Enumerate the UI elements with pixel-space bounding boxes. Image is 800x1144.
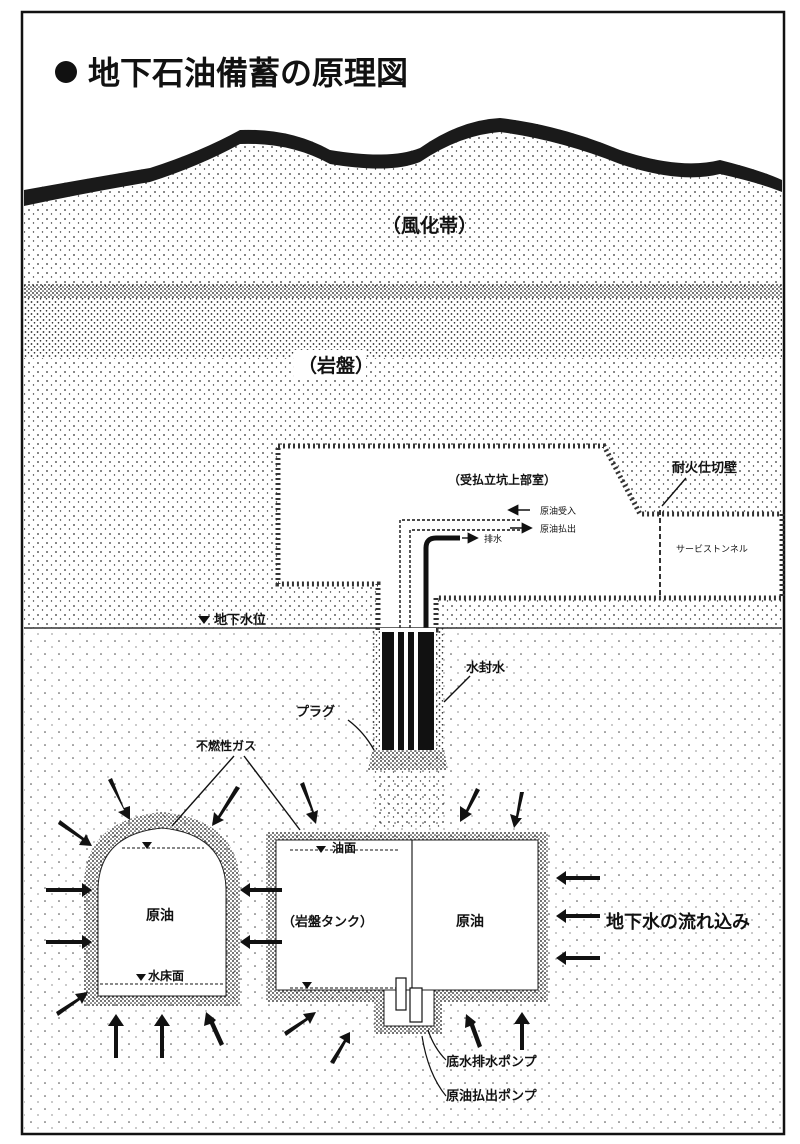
bedrock-upper: [24, 298, 782, 358]
arrow-icon: [240, 935, 282, 949]
diagram-title: 地下石油備蓄の原理図: [88, 54, 408, 92]
crude-pump-leader: [421, 1035, 447, 1097]
triangle-down-icon: [302, 982, 312, 989]
water-seal-leader: [443, 675, 471, 703]
arrow-icon: [56, 992, 88, 1016]
water-seal-column: [418, 632, 434, 750]
seepage-pump-label: 底水排水ポンプ: [446, 1054, 538, 1070]
triangle-down-icon: [136, 974, 146, 981]
drain-label: 排水: [484, 533, 502, 545]
arrow-icon: [284, 1012, 316, 1036]
sump-pit: [383, 989, 435, 1027]
arrow-icon: [58, 820, 92, 846]
crude-in-pipe: [399, 519, 520, 628]
groundwater-inflow-label: 地下水の流れ込み: [606, 911, 750, 933]
crude-out-pipe: [409, 529, 520, 628]
inert-gas-label: 不燃性ガス: [196, 738, 256, 753]
left-crude-label: 原油: [146, 907, 174, 924]
main-tank: [275, 839, 539, 991]
crude-pump-label: 原油払出ポンプ: [446, 1088, 538, 1104]
crude-pump: [409, 987, 423, 1023]
arrow-icon: [556, 909, 600, 923]
surface-band: [24, 118, 782, 206]
shaft-lower: [372, 770, 444, 828]
arrow-icon: [204, 1012, 224, 1046]
inert-gas-leader: [243, 755, 301, 831]
arrow-icon: [556, 871, 600, 885]
triangle-down-icon: [198, 616, 210, 624]
bedrock-label: （岩盤）: [298, 354, 374, 377]
plug: [368, 750, 448, 770]
water-seal-label: 水封水: [466, 660, 506, 676]
water-seal-column: [382, 632, 394, 750]
left-cavern: [97, 827, 227, 997]
water-bed-label: 水床面: [148, 968, 184, 983]
arrow-icon: [46, 935, 92, 949]
plug-leader: [347, 719, 375, 751]
inert-gas-leader: [171, 755, 235, 827]
arrow-icon: [465, 1014, 482, 1048]
plug-label: プラグ: [296, 704, 335, 720]
seepage-pump-leader: [427, 1029, 447, 1061]
arrow-icon: [300, 782, 318, 824]
triangle-down-icon: [316, 846, 326, 853]
weathered-layer-label: （風化帯）: [382, 214, 477, 237]
crude-out-label: 原油払出: [540, 523, 576, 535]
groundwater-level-label: 地下水位: [214, 612, 266, 628]
fire-wall-leader: [661, 477, 687, 507]
arrow-icon: [460, 788, 480, 822]
triangle-down-icon: [142, 842, 152, 849]
arrow-icon: [46, 883, 92, 897]
arrow-icon: [240, 883, 282, 897]
drain-pipe: [423, 535, 460, 628]
water-seal-column: [408, 632, 414, 750]
arrow-icon: [108, 778, 130, 820]
arrow-icon: [556, 951, 600, 965]
filled-circle-icon: [55, 61, 77, 83]
oil-level-label: 油面: [332, 840, 356, 855]
bedrock-label-bg: [294, 350, 366, 378]
arrow-icon: [514, 1012, 530, 1050]
service-tunnel-label: サービストンネル: [676, 544, 748, 555]
arrow-icon: [212, 786, 240, 826]
fire-wall-label: 耐火仕切壁: [672, 460, 737, 476]
arrow-icon: [154, 1014, 170, 1058]
shaft-room: [275, 443, 785, 633]
water-seal-column: [398, 632, 404, 750]
crude-in-label: 原油受入: [540, 505, 576, 517]
bedrock-boundary: [24, 284, 782, 298]
shaft-room-label: （受払立坑上部室）: [448, 472, 556, 487]
weathered-layer: [24, 118, 782, 290]
rock-tank-label: （岩盤タンク）: [282, 914, 373, 930]
arrow-icon: [510, 792, 524, 828]
arrow-icon: [108, 1014, 124, 1058]
seepage-pump: [395, 977, 407, 1011]
groundwater-inflow-arrows: [46, 778, 600, 1064]
arrow-icon: [330, 1032, 350, 1064]
right-crude-label: 原油: [456, 913, 484, 930]
